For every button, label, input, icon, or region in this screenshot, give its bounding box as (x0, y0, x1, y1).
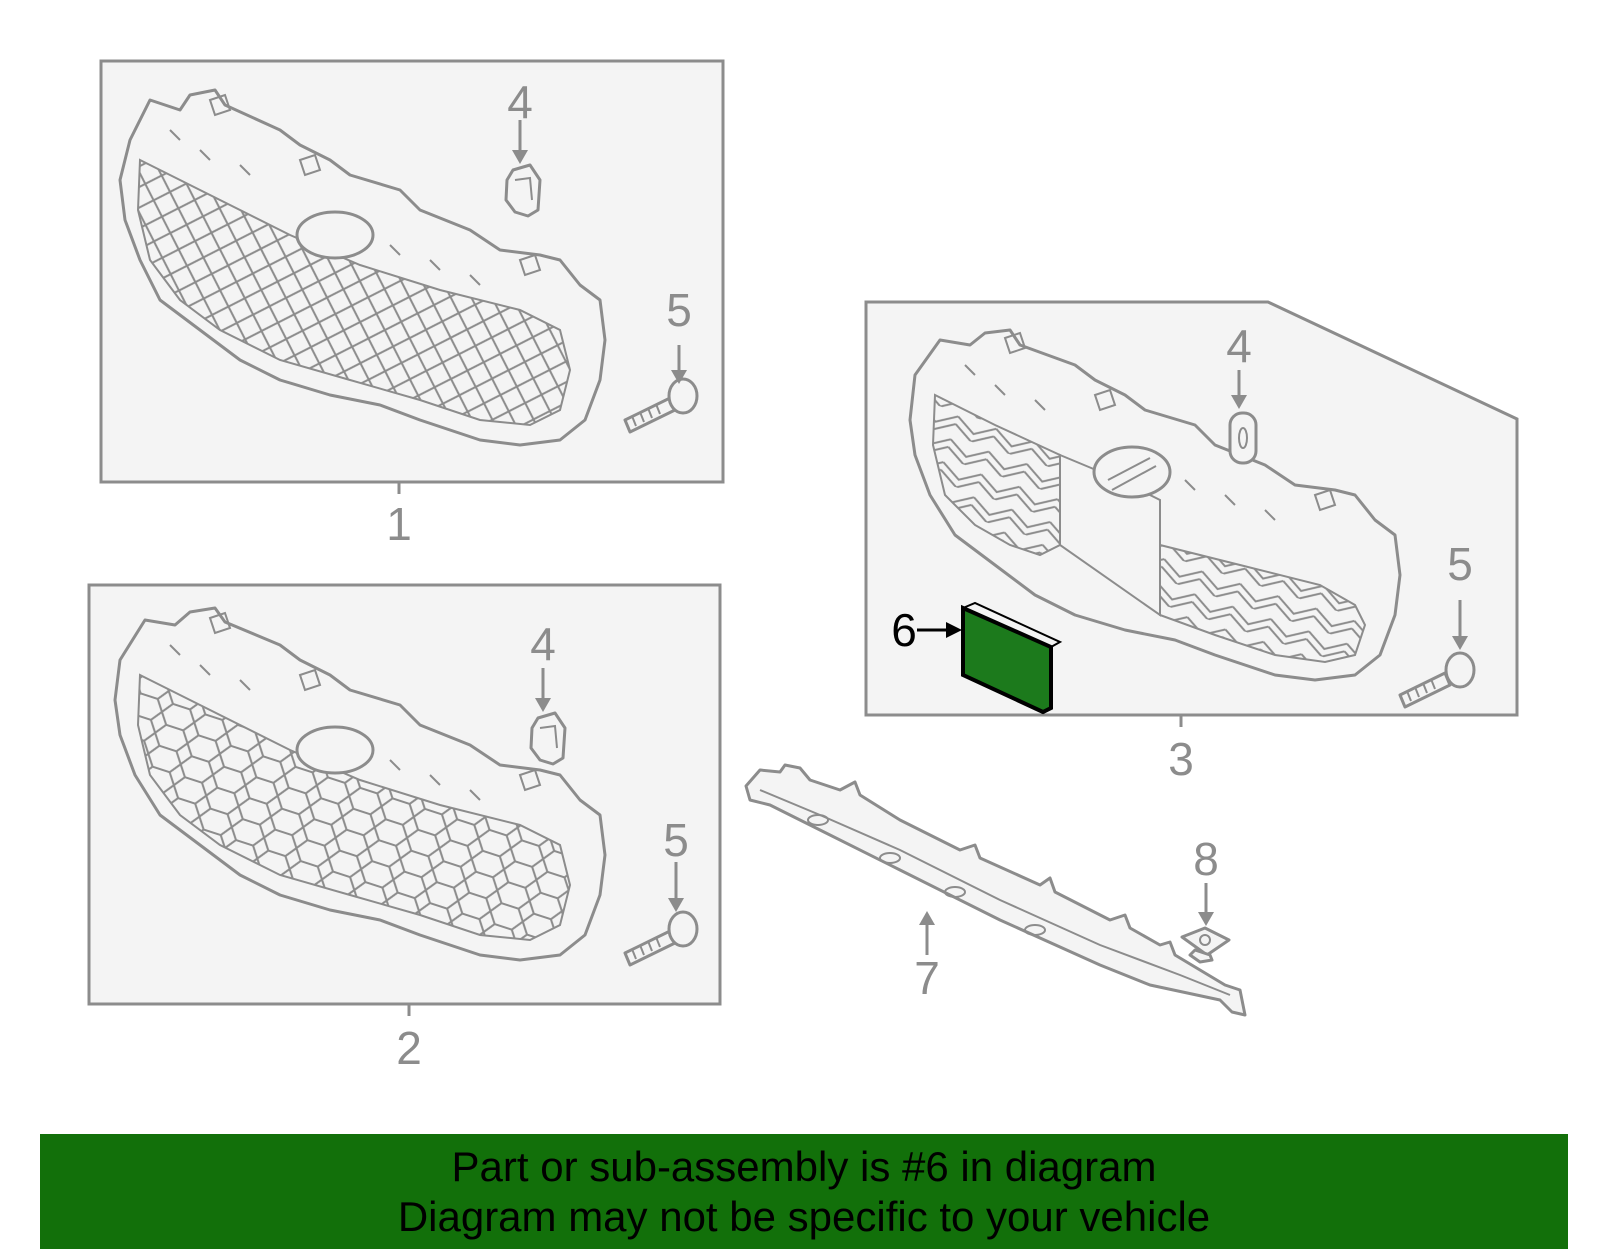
callout-5-panel-3[interactable]: 5 (1447, 538, 1473, 590)
callout-1[interactable]: 1 (386, 498, 412, 550)
callout-4-panel-3[interactable]: 4 (1226, 320, 1252, 372)
callout-5-panel-2[interactable]: 5 (663, 814, 689, 866)
callout-5-panel-1[interactable]: 5 (666, 284, 692, 336)
callout-4-panel-1[interactable]: 4 (507, 76, 533, 128)
clip-part-4-panel-1 (504, 163, 542, 218)
emblem-mount-3 (1092, 445, 1172, 499)
callout-2[interactable]: 2 (396, 1022, 422, 1074)
grille-assembly-1 (118, 88, 607, 447)
clip-nut-part-8 (1180, 926, 1231, 964)
emblem-mount-1 (295, 210, 375, 260)
callout-6[interactable]: 6 (891, 604, 917, 656)
callout-3[interactable]: 3 (1168, 733, 1194, 785)
highlighted-part-6[interactable] (961, 604, 1053, 715)
emblem-mount-2 (295, 725, 375, 775)
callout-8[interactable]: 8 (1193, 833, 1219, 885)
callout-7[interactable]: 7 (914, 952, 940, 1004)
screw-part-5-panel-2 (623, 910, 699, 967)
grille-assembly-3 (908, 328, 1402, 682)
assembly-1-panel: 4 5 1 (99, 59, 725, 550)
assembly-2-panel: 4 5 2 (87, 583, 722, 1074)
lower-support-bracket-part-7 (744, 763, 1247, 1017)
screw-part-5-panel-1 (623, 377, 699, 434)
banner-line-1: Part or sub-assembly is #6 in diagram (451, 1143, 1157, 1190)
emblem-clip-part-4-panel-3 (1228, 411, 1258, 465)
banner-line-2: Diagram may not be specific to your vehi… (397, 1193, 1211, 1240)
clip-part-4-panel-2 (529, 711, 567, 766)
callout-4-panel-2[interactable]: 4 (530, 618, 556, 670)
info-banner: Part or sub-assembly is #6 in diagram Di… (40, 1134, 1568, 1249)
assembly-3-panel: 4 5 6 3 (864, 300, 1519, 785)
grille-assembly-2 (113, 606, 607, 962)
screw-part-5-panel-3 (1398, 651, 1476, 709)
